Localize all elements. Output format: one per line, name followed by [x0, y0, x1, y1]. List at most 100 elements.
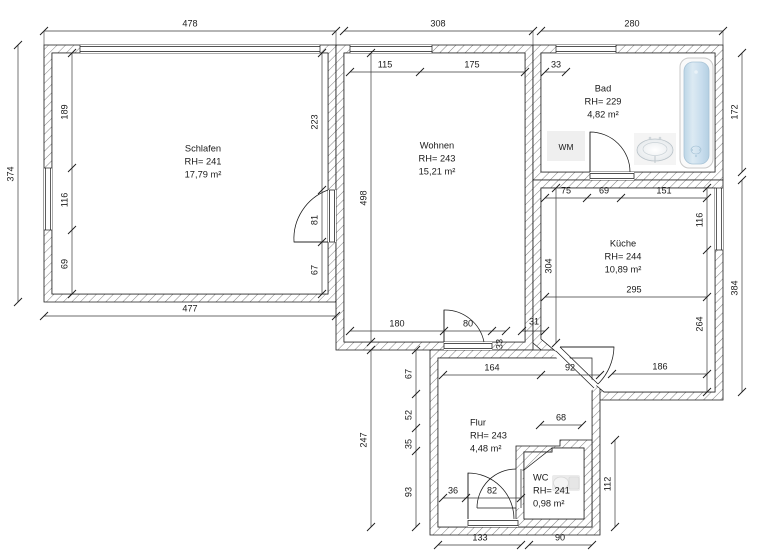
dim-left-374: 374	[5, 40, 23, 307]
dim-left-69-text: 69	[59, 259, 69, 269]
room-label-flur-area: 4,48 m²	[470, 443, 502, 453]
dim-kueche-264-text: 264	[694, 316, 704, 331]
dim-flur-36-82: 36 82	[438, 485, 526, 503]
room-label-bad-height: RH= 229	[585, 96, 622, 106]
dim-schlafen-67-text: 67	[309, 265, 319, 275]
dim-flur-36-text: 36	[448, 485, 458, 495]
door-leaf-wohnen	[443, 343, 493, 349]
room-label-schlafen-name: Schlafen	[185, 143, 221, 153]
dim-flur-82-text: 82	[487, 485, 497, 495]
dim-flur-247: 247	[358, 345, 376, 532]
dim-kueche-186-text: 186	[652, 361, 667, 371]
dimension-lines: 478 308 280 374	[5, 18, 747, 550]
dim-wohnen-80-text: 80	[463, 318, 473, 328]
dim-top-308-text: 308	[430, 18, 445, 28]
door-leaf-kueche-b	[559, 346, 599, 385]
dim-wohnen-115-text: 115	[378, 59, 393, 69]
dim-wohnen-bottom-chain: 180 80 33	[345, 318, 511, 349]
dim-bottom-chain: 133 90	[433, 532, 597, 550]
dim-flur-left-chain: 67 52 35 93	[403, 345, 421, 532]
door-kueche	[552, 346, 615, 392]
dim-wohnen-498: 498	[358, 48, 376, 347]
dim-kueche-right-chain: 116 264	[694, 183, 712, 397]
window-schlafen-top-gap	[80, 45, 320, 53]
toilet-icon	[552, 475, 580, 491]
dim-kueche-116-text: 116	[694, 213, 704, 228]
door-leaf-flur	[467, 520, 519, 526]
window-wohnen-top-gap	[350, 45, 432, 53]
dim-bottom-477: 477	[39, 302, 341, 321]
room-label-bad-area: 4,82 m²	[587, 109, 619, 119]
room-label-schlafen-height: RH= 241	[185, 156, 222, 166]
dim-wohnen-180-text: 180	[389, 318, 404, 328]
dim-top-478: 478	[39, 18, 341, 45]
door-leaf-bad	[589, 173, 635, 179]
room-face-schlafen	[51, 52, 329, 295]
door-arc-wc	[476, 468, 517, 509]
room-face-kueche	[540, 187, 716, 393]
dim-right-172: 172	[729, 48, 747, 177]
dim-kueche-151-text: 151	[656, 185, 671, 195]
dim-flur-247-text: 247	[358, 432, 368, 447]
room-label-wohnen-name: Wohnen	[420, 140, 454, 150]
dim-schlafen-81-text: 81	[309, 215, 319, 225]
window-schlafen-left-gap	[44, 168, 52, 230]
dim-wohnen-175-text: 175	[464, 59, 479, 69]
door-leaf-kueche-a	[555, 350, 595, 389]
windows	[44, 45, 723, 251]
bathtub-icon	[679, 57, 714, 169]
dim-kueche-69-text: 69	[599, 185, 609, 195]
dim-flur-164-text: 164	[484, 362, 499, 372]
dim-wohnen-top-chain: 115 175	[345, 59, 530, 77]
dim-top-280-text: 280	[624, 18, 639, 28]
door-arc-schlafen	[293, 189, 329, 243]
room-label-wc-height: RH= 241	[533, 485, 570, 495]
dim-schlafen-right-chain: 223 81 67	[309, 48, 327, 299]
room-label-wohnen-height: RH= 243	[419, 153, 456, 163]
dim-kueche-304-text: 304	[543, 258, 553, 273]
dim-wohnen-498-text: 498	[358, 190, 368, 205]
window-kueche-right-gap	[715, 188, 723, 250]
dim-bad-33-text: 33	[551, 59, 561, 69]
door-arc-flur	[467, 472, 515, 520]
dim-top-280: 280	[536, 18, 728, 45]
dim-kueche-295-text: 295	[626, 284, 641, 294]
dim-wc-112: 112	[602, 435, 620, 532]
washing-machine-icon	[547, 131, 585, 161]
room-labels: Schlafen RH= 241 17,79 m² Wohnen RH= 243…	[185, 83, 642, 508]
dim-bottom-477-text: 477	[182, 303, 197, 313]
room-label-wc-name: WC	[533, 472, 549, 482]
dim-bad-33: 33	[540, 59, 571, 77]
dim-kueche-top-chain: 75 69 151	[540, 185, 712, 203]
dim-left-374-text: 374	[5, 166, 15, 181]
dim-right-172-text: 172	[729, 104, 739, 119]
dim-flur-92-text: 92	[565, 362, 575, 372]
dim-wohnen-31-text: 31	[529, 316, 539, 326]
room-label-wc-area: 0,98 m²	[533, 498, 565, 508]
dim-schlafen-223-text: 223	[309, 114, 319, 129]
dim-flur-68: 68	[535, 412, 587, 430]
room-label-flur-height: RH= 243	[470, 430, 507, 440]
dim-bottom-90-text: 90	[555, 532, 565, 542]
dim-flur-68-text: 68	[556, 412, 566, 422]
room-label-wohnen-area: 15,21 m²	[419, 166, 456, 176]
room-label-bad-name: Bad	[595, 83, 612, 93]
dim-kueche-186: 186	[607, 361, 712, 379]
room-label-flur-name: Flur	[470, 417, 486, 427]
dim-wc-112-text: 112	[602, 477, 612, 492]
dim-flur-top-chain: 164 92	[438, 362, 605, 380]
dim-left-116-text: 116	[59, 193, 69, 208]
dim-top-308: 308	[339, 18, 538, 45]
washing-machine-label: WM	[559, 142, 574, 152]
dim-flur-35-text: 35	[403, 439, 413, 449]
room-face-wohnen	[343, 52, 526, 343]
door-leaf-schlafen	[329, 189, 335, 243]
room-label-kueche-name: Küche	[610, 238, 636, 248]
dim-flur-67-text: 67	[403, 369, 413, 379]
sink-icon	[634, 133, 676, 165]
dim-left-189-text: 189	[59, 104, 69, 119]
dim-right-384-text: 384	[729, 280, 739, 295]
dim-kueche-295: 295	[540, 284, 712, 302]
